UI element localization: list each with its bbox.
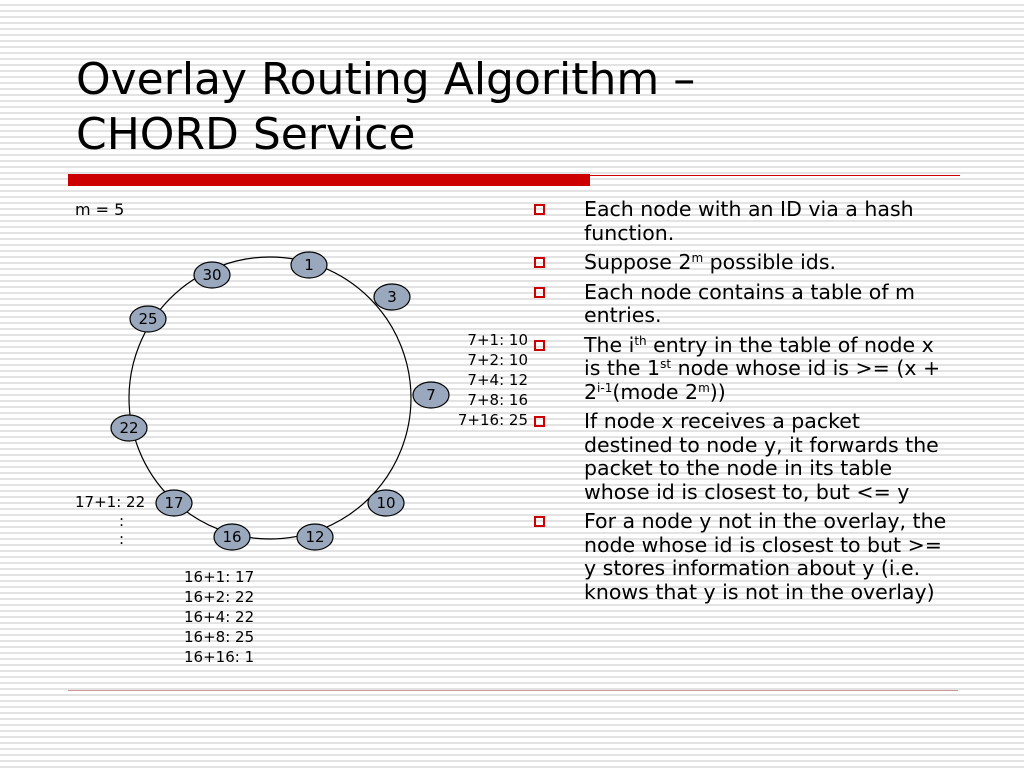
node-label: 1 <box>304 256 314 274</box>
node-label: 30 <box>202 266 221 284</box>
table-entry: 16+8: 25 <box>184 628 255 646</box>
node-ellipse <box>110 414 148 442</box>
bullet-text: Each node contains a table of m entries. <box>584 279 916 327</box>
m-label: m = 5 <box>75 200 125 219</box>
node-1: 1 <box>290 251 328 279</box>
bullet-item: Suppose 2m possible ids. <box>530 250 955 275</box>
bullet-item: The ith entry in the table of node x is … <box>530 332 955 405</box>
node-label: 7 <box>426 386 436 404</box>
node-label: 3 <box>387 288 397 306</box>
finger-table-node-16: 16+1: 17 16+2: 22 16+4: 22 16+8: 25 16+1… <box>184 567 254 667</box>
bullet-item: Each node with an ID via a hash function… <box>530 197 955 245</box>
node-ellipse <box>213 523 251 551</box>
node-label: 25 <box>138 310 157 328</box>
bullet-text: For a node y not in the overlay, the nod… <box>584 509 947 604</box>
node-12: 12 <box>296 523 334 551</box>
title-underline-bar <box>68 174 590 186</box>
bullet-box-icon <box>534 339 545 351</box>
node-30: 30 <box>193 261 231 289</box>
node-label: 16 <box>222 528 241 546</box>
node-25: 25 <box>129 305 167 333</box>
node-ellipse <box>129 305 167 333</box>
bullet-text: Suppose 2m possible ids. <box>584 250 837 274</box>
title-underline-thin <box>590 175 960 176</box>
table-entry: 16+2: 22 <box>184 588 255 606</box>
bullet-box-icon <box>534 204 545 215</box>
ring-circle <box>128 256 412 540</box>
slide-title: Overlay Routing Algorithm – CHORD Servic… <box>76 52 976 162</box>
node-ellipse <box>412 381 450 409</box>
bullet-text: If node x receives a packet destined to … <box>584 409 939 504</box>
node-ellipse <box>367 489 405 517</box>
table-entry: 7+4: 12 <box>467 371 528 389</box>
node-ellipse <box>290 251 328 279</box>
finger-table-node-7: 7+1: 10 7+2: 10 7+4: 12 7+8: 16 7+16: 25 <box>444 330 528 430</box>
table-entry: 7+2: 10 <box>467 351 528 369</box>
bullet-box-icon <box>534 416 545 427</box>
node-16: 16 <box>213 523 251 551</box>
bullet-item: If node x receives a packet destined to … <box>530 409 955 504</box>
nodes-layer: 1 3 7 10 12 16 17 22 25 30 <box>110 251 450 551</box>
table-entry: 16+4: 22 <box>184 608 255 626</box>
bullet-box-icon <box>534 257 545 268</box>
node-label: 17 <box>164 494 183 512</box>
bullet-text: Each node with an ID via a hash function… <box>584 197 914 245</box>
table-entry: 16+16: 1 <box>184 648 255 666</box>
node-label: 12 <box>305 528 324 546</box>
footer-rule <box>68 690 958 691</box>
bullet-box-icon <box>534 286 545 298</box>
ellipsis-dot: : <box>119 530 125 548</box>
node-22: 22 <box>110 414 148 442</box>
node-label: 10 <box>376 494 395 512</box>
table-entry: 7+16: 25 <box>457 411 528 429</box>
bullet-text: The ith entry in the table of node x is … <box>584 332 941 404</box>
table-17-ellipsis: : : <box>119 512 124 548</box>
table-entry: 7+1: 10 <box>467 331 528 349</box>
bullet-item: Each node contains a table of m entries. <box>530 279 955 328</box>
title-line-2: CHORD Service <box>76 109 416 160</box>
node-ellipse <box>296 523 334 551</box>
node-10: 10 <box>367 489 405 517</box>
node-label: 22 <box>119 419 138 437</box>
bullet-list: Each node with an ID via a hash function… <box>530 197 955 610</box>
table-entry: 16+1: 17 <box>184 568 255 586</box>
node-17: 17 <box>155 489 193 517</box>
table-entry: 17+1: 22 <box>75 493 146 511</box>
node-ellipse <box>373 283 411 311</box>
bullet-box-icon <box>534 516 545 527</box>
finger-table-node-17: 17+1: 22 <box>75 492 145 512</box>
bullet-item: For a node y not in the overlay, the nod… <box>530 509 955 604</box>
ellipsis-dot: : <box>119 512 125 530</box>
node-7: 7 <box>412 381 450 409</box>
node-ellipse <box>193 261 231 289</box>
node-ellipse <box>155 489 193 517</box>
title-line-1: Overlay Routing Algorithm – <box>76 54 696 105</box>
node-3: 3 <box>373 283 411 311</box>
table-entry: 7+8: 16 <box>467 391 528 409</box>
